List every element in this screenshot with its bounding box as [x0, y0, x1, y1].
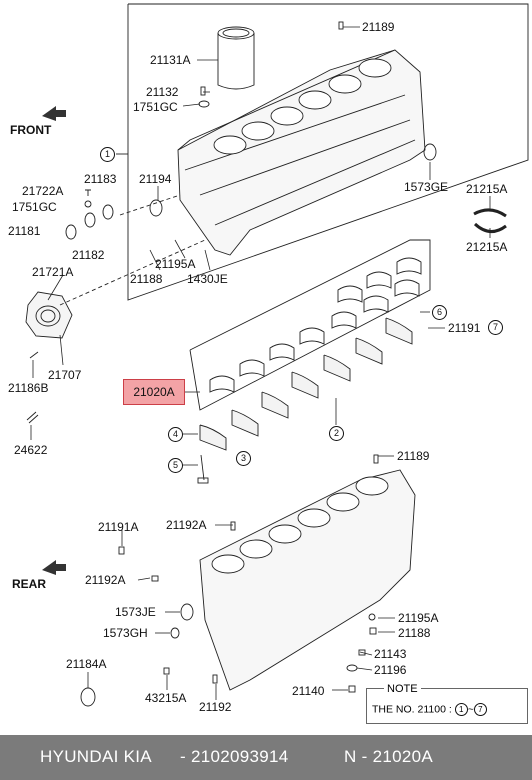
part-label-21195a-bottom[interactable]: 21195A [398, 611, 439, 625]
part-label-21191-top[interactable]: 21191 [448, 321, 481, 335]
callout-6[interactable]: 6 [432, 305, 447, 320]
callout-5[interactable]: 5 [168, 458, 183, 473]
part-label-21184a[interactable]: 21184A [66, 657, 107, 671]
footer-part-number: - 2102093914 [180, 747, 289, 766]
part-label-21189-bottom[interactable]: 21189 [397, 449, 430, 463]
part-label-21721a[interactable]: 21721A [32, 265, 74, 279]
upper-frame [127, 3, 529, 301]
note-text: THE NO. 21100 : 1~7 [372, 703, 487, 716]
part-label-21183[interactable]: 21183 [84, 172, 117, 186]
note-range-end: 7 [473, 703, 487, 716]
callout-2[interactable]: 2 [329, 426, 344, 441]
callout-1[interactable]: 1 [100, 147, 115, 162]
part-label-21192a-left[interactable]: 21192A [85, 573, 126, 587]
part-label-1751gc-left[interactable]: 1751GC [12, 200, 57, 214]
part-label-21192[interactable]: 21192 [199, 700, 232, 714]
callout-3[interactable]: 3 [236, 451, 251, 466]
callout-4[interactable]: 4 [168, 427, 183, 442]
part-label-21181[interactable]: 21181 [8, 224, 41, 238]
part-label-21188-top[interactable]: 21188 [130, 272, 163, 286]
part-label-21191a[interactable]: 21191A [98, 520, 139, 534]
note-range-start: 1 [454, 703, 468, 716]
part-label-1573je[interactable]: 1573JE [115, 605, 156, 619]
bearing-frame [189, 239, 431, 411]
note-tilde: ~ [467, 703, 474, 716]
part-label-21131a[interactable]: 21131A [150, 53, 191, 67]
part-label-21192a-top[interactable]: 21192A [166, 518, 207, 532]
rear-label: REAR [12, 577, 47, 591]
part-label-21215a-bottom[interactable]: 21215A [466, 240, 508, 254]
note-description: THE NO. 21100 : [372, 703, 452, 716]
part-label-21182[interactable]: 21182 [72, 248, 105, 262]
part-label-21140[interactable]: 21140 [292, 684, 325, 698]
part-label-24622[interactable]: 24622 [14, 443, 48, 457]
part-label-1751gc-top[interactable]: 1751GC [133, 100, 178, 114]
part-label-1573gh[interactable]: 1573GH [103, 626, 148, 640]
part-label-21194[interactable]: 21194 [139, 172, 172, 186]
footer-bar: HYUNDAI KIA - 2102093914 N - 21020A [0, 735, 532, 780]
note-box [366, 688, 528, 724]
part-label-1430je[interactable]: 1430JE [187, 272, 228, 286]
front-arrow-icon [42, 106, 66, 121]
part-label-21195a-top[interactable]: 21195A [155, 257, 196, 271]
footer-reference: N - 21020A [344, 747, 433, 766]
part-label-21186b[interactable]: 21186B [8, 381, 49, 395]
engine-block-lower [199, 469, 416, 691]
part-label-21188-bottom[interactable]: 21188 [398, 626, 431, 640]
part-label-21196[interactable]: 21196 [374, 663, 407, 677]
part-label-21722a[interactable]: 21722A [22, 184, 64, 198]
footer-brand: HYUNDAI KIA [40, 747, 152, 766]
callout-7[interactable]: 7 [488, 320, 503, 335]
part-label-21215a-top[interactable]: 21215A [466, 182, 508, 196]
part-label-43215a[interactable]: 43215A [145, 691, 187, 705]
rear-arrow-icon [42, 560, 66, 575]
part-label-21143[interactable]: 21143 [374, 647, 407, 661]
part-label-21132[interactable]: 21132 [146, 85, 179, 99]
highlighted-part-21020a[interactable]: 21020A [123, 379, 185, 405]
engine-block-upper [177, 49, 426, 256]
front-seal-housing [25, 291, 73, 339]
note-title: NOTE [384, 683, 421, 695]
front-label: FRONT [10, 123, 52, 137]
part-label-21189-top[interactable]: 21189 [362, 20, 395, 34]
part-label-1573ge[interactable]: 1573GE [404, 180, 449, 194]
part-label-21707[interactable]: 21707 [48, 368, 82, 382]
